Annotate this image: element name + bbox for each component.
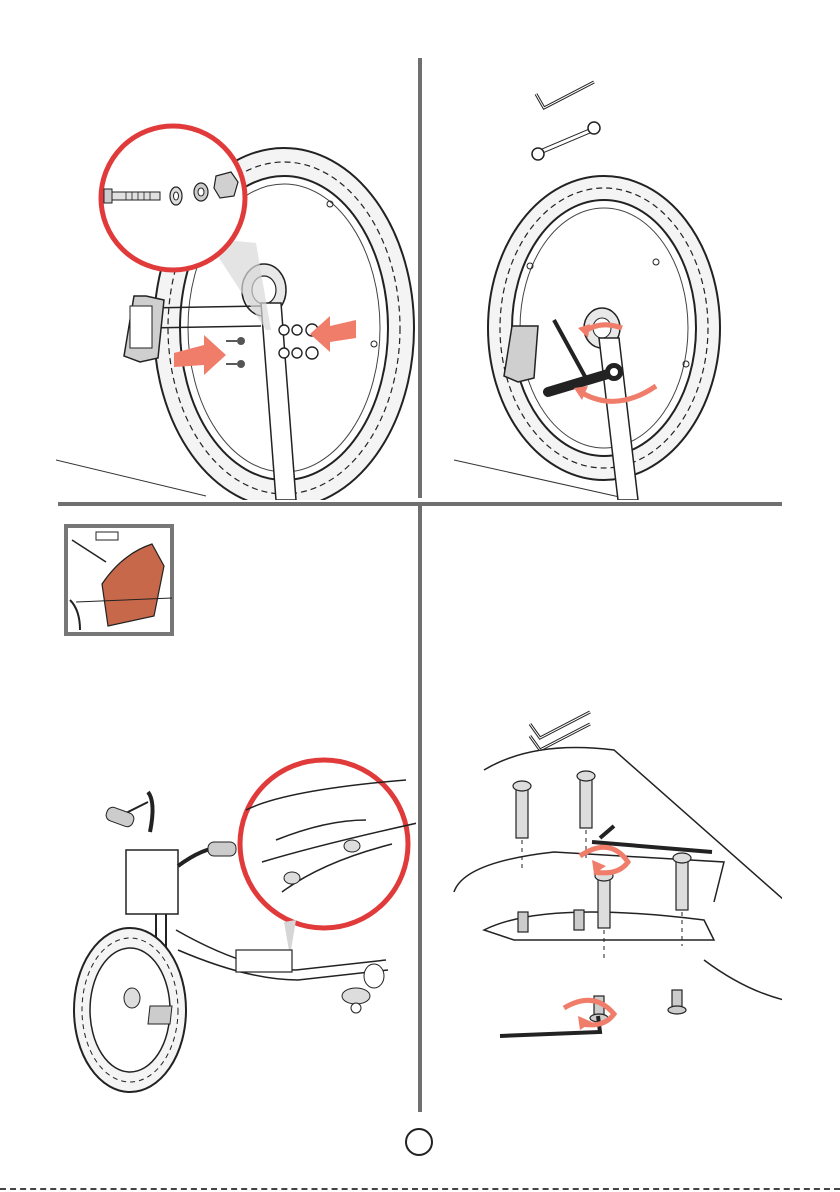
tightening-illustration bbox=[424, 58, 782, 500]
trike-overview-illustration bbox=[56, 510, 416, 1110]
step-4-panel bbox=[424, 510, 782, 1110]
step-3-panel bbox=[56, 510, 416, 1110]
step-1-panel bbox=[56, 58, 416, 500]
seat-holes-callout bbox=[240, 760, 408, 928]
seat-location-thumbnail bbox=[66, 526, 172, 634]
hex-key-pair-icon bbox=[530, 712, 590, 750]
wrench-icon bbox=[532, 122, 600, 160]
step-2-panel bbox=[424, 58, 782, 500]
hex-key-icon bbox=[536, 82, 594, 108]
page-trim-line bbox=[0, 1188, 840, 1190]
seat-bolts-illustration bbox=[424, 510, 782, 1110]
wheel-assembly-illustration bbox=[56, 58, 416, 500]
vertical-divider-top bbox=[418, 58, 422, 498]
vertical-divider-bottom bbox=[418, 506, 422, 1112]
page-number bbox=[405, 1128, 433, 1156]
